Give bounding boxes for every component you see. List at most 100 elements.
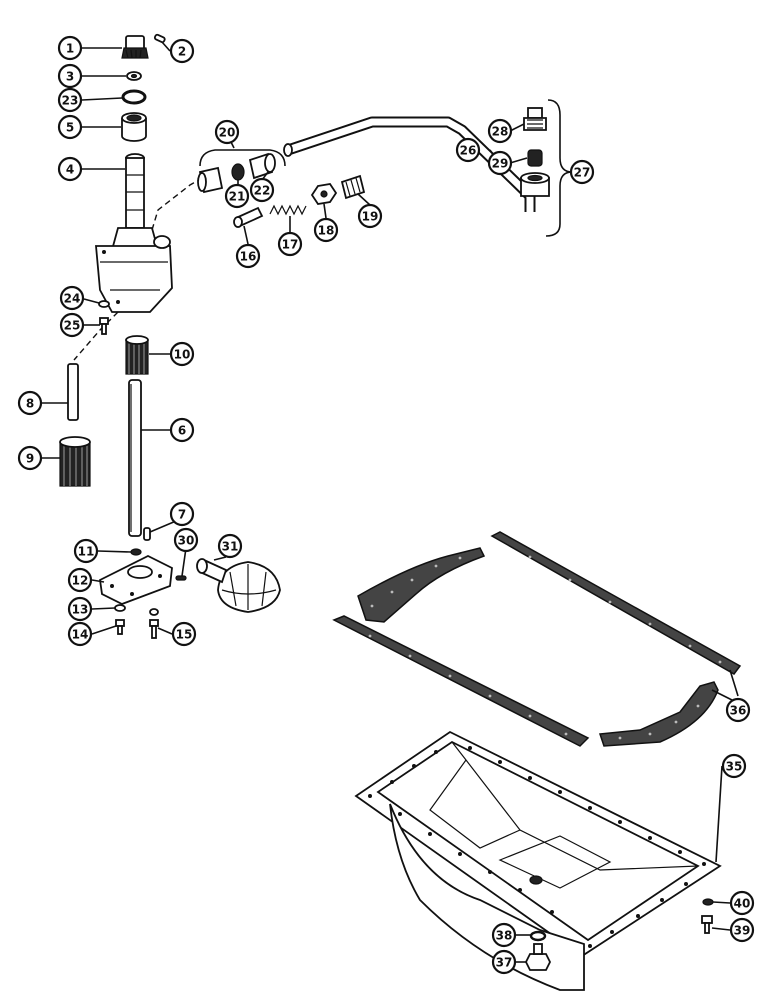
callout-number: 23 xyxy=(62,94,79,108)
callout-29: 29 xyxy=(487,150,513,176)
part-26-oil-tube xyxy=(283,116,536,212)
callout-18: 18 xyxy=(313,217,339,243)
bracket-27 xyxy=(545,99,573,237)
callout-number: 9 xyxy=(26,452,34,466)
part-15-bolt xyxy=(149,608,159,639)
callout-number: 5 xyxy=(66,121,74,135)
bracket-20 xyxy=(199,149,286,167)
callout-number: 16 xyxy=(240,250,257,264)
callout-31: 31 xyxy=(217,533,243,559)
callout-15: 15 xyxy=(171,621,197,647)
callout-1: 1 xyxy=(57,35,83,61)
callout-number: 17 xyxy=(282,238,299,252)
callout-number: 27 xyxy=(574,166,591,180)
callout-4: 4 xyxy=(57,156,83,182)
callout-circle xyxy=(235,243,261,269)
callout-number: 4 xyxy=(66,163,74,177)
callout-12: 12 xyxy=(67,567,93,593)
callout-5: 5 xyxy=(57,114,83,140)
part-17-spring xyxy=(269,204,307,216)
callout-circle xyxy=(59,312,85,338)
part-14-bolt xyxy=(115,619,125,635)
callout-number: 28 xyxy=(492,125,509,139)
callout-circle xyxy=(214,119,240,145)
callout-circle xyxy=(725,697,751,723)
callout-number: 38 xyxy=(496,929,513,943)
callout-24: 24 xyxy=(59,285,85,311)
callout-17: 17 xyxy=(277,231,303,257)
part-3-washer xyxy=(126,71,142,81)
callout-circle xyxy=(313,217,339,243)
callout-circle xyxy=(67,596,93,622)
callout-circle xyxy=(57,35,83,61)
callout-number: 10 xyxy=(174,348,191,362)
part-16-plunger xyxy=(233,206,264,228)
callout-number: 7 xyxy=(178,508,186,522)
callout-circle xyxy=(17,390,43,416)
part-4-pump-body xyxy=(95,153,173,313)
part-37-drain-plug xyxy=(524,943,552,971)
callout-circle xyxy=(169,501,195,527)
callout-circle xyxy=(57,63,83,89)
callout-circle xyxy=(67,621,93,647)
callout-circle xyxy=(17,445,43,471)
callout-circle xyxy=(729,890,755,916)
callout-number: 26 xyxy=(460,144,477,158)
callout-7: 7 xyxy=(169,501,195,527)
callout-number: 15 xyxy=(176,628,193,642)
part-30-pin xyxy=(175,575,187,581)
callout-circle xyxy=(487,118,513,144)
callout-number: 19 xyxy=(362,210,379,224)
part-20-valve-fitting xyxy=(197,166,224,194)
callout-16: 16 xyxy=(235,243,261,269)
callout-number: 20 xyxy=(219,126,236,140)
part-7-pin xyxy=(143,527,151,541)
callout-circle xyxy=(171,621,197,647)
callout-9: 9 xyxy=(17,445,43,471)
callout-circle xyxy=(491,949,517,975)
part-28-fitting xyxy=(523,107,547,131)
callout-circle xyxy=(357,203,383,229)
part-5-bushing xyxy=(121,112,147,142)
callout-number: 22 xyxy=(254,184,271,198)
part-1-drive-gear xyxy=(121,35,149,59)
callout-circle xyxy=(569,159,595,185)
part-12-cover-plate xyxy=(99,554,173,605)
callout-circle xyxy=(169,417,195,443)
part-23-o-ring xyxy=(121,89,147,105)
callout-number: 37 xyxy=(496,956,513,970)
callout-number: 40 xyxy=(734,897,751,911)
part-40-washer xyxy=(702,898,714,906)
part-22-cap xyxy=(248,152,276,180)
part-29-insert xyxy=(527,149,543,167)
part-36-pan-gaskets xyxy=(332,531,742,747)
callout-number: 14 xyxy=(72,628,89,642)
callout-11: 11 xyxy=(73,538,99,564)
part-31-oil-strainer xyxy=(196,558,281,613)
callout-number: 6 xyxy=(178,424,186,438)
callout-30: 30 xyxy=(173,527,199,553)
callout-23: 23 xyxy=(57,87,83,113)
callout-10: 10 xyxy=(169,341,195,367)
callout-circle xyxy=(249,177,275,203)
part-27-nut xyxy=(520,172,550,197)
callout-13: 13 xyxy=(67,596,93,622)
part-11-washer xyxy=(130,548,142,556)
callout-39: 39 xyxy=(729,917,755,943)
callout-number: 8 xyxy=(26,397,34,411)
callout-number: 25 xyxy=(64,319,81,333)
callout-circle xyxy=(59,285,85,311)
part-13-washer xyxy=(114,604,126,612)
callout-circle xyxy=(277,231,303,257)
callout-26: 26 xyxy=(455,137,481,163)
callout-3: 3 xyxy=(57,63,83,89)
callout-number: 24 xyxy=(64,292,81,306)
callout-number: 36 xyxy=(730,704,747,718)
callout-number: 2 xyxy=(178,45,186,59)
callout-circle xyxy=(67,567,93,593)
callout-circle xyxy=(487,150,513,176)
callout-19: 19 xyxy=(357,203,383,229)
callout-circle xyxy=(73,538,99,564)
part-38-seal-ring xyxy=(529,930,547,942)
